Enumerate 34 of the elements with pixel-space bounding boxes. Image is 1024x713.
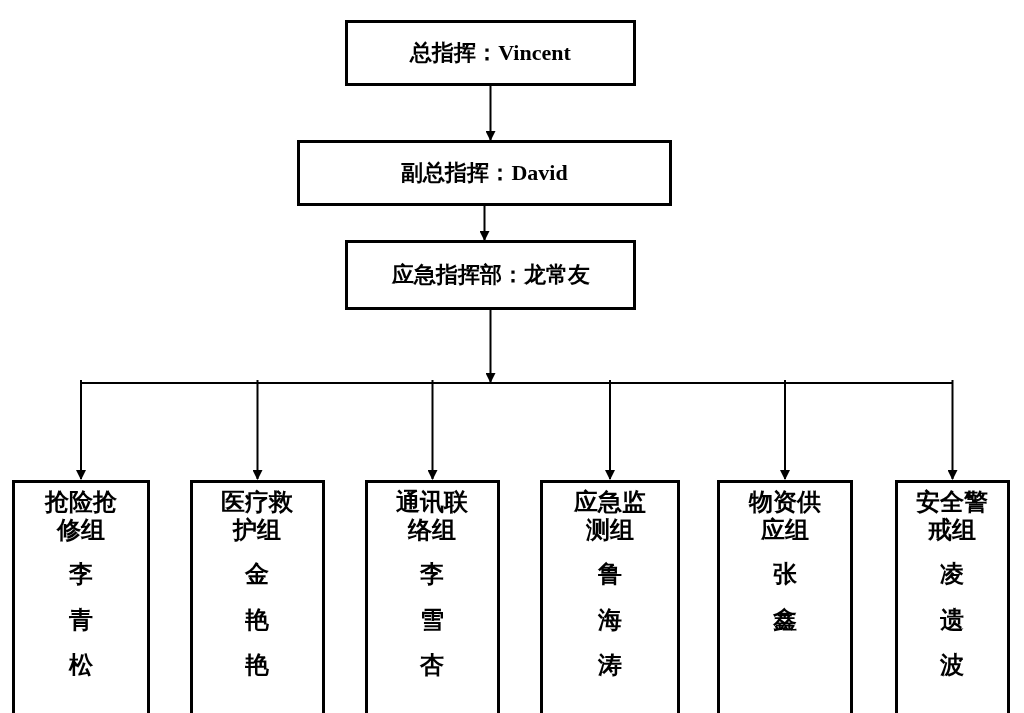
role-box xyxy=(297,140,672,206)
member-name: 李青松 xyxy=(67,559,94,682)
member-name: 金艳艳 xyxy=(244,559,271,682)
group-box xyxy=(540,480,680,713)
branch-arrow xyxy=(780,379,790,480)
member-name: 鲁海涛 xyxy=(597,559,623,682)
group-box xyxy=(190,480,325,713)
group-box xyxy=(717,480,853,713)
member-name: 张鑫 xyxy=(772,559,798,636)
branch-arrow xyxy=(947,379,958,480)
group-name: 安全警戒组 xyxy=(915,489,990,545)
arrow xyxy=(479,205,490,241)
role-label: 副总指挥：David xyxy=(401,159,568,187)
arrow xyxy=(485,85,496,141)
group-name: 医疗救护组 xyxy=(220,489,295,545)
role-box xyxy=(345,20,636,86)
branch-arrow xyxy=(605,379,615,480)
branch-arrow xyxy=(252,379,263,480)
group-name: 物资供应组 xyxy=(747,489,822,545)
group-box xyxy=(365,480,500,713)
member-name: 凌遗波 xyxy=(939,559,966,682)
branch-arrow xyxy=(76,379,86,480)
group-box xyxy=(895,480,1010,713)
bus-line xyxy=(80,382,954,384)
branch-arrow xyxy=(427,379,438,480)
role-box xyxy=(345,240,636,310)
trunk-arrow xyxy=(485,309,496,383)
group-name: 应急监测组 xyxy=(573,489,647,545)
role-label: 总指挥：Vincent xyxy=(410,39,571,67)
group-name: 抢险抢修组 xyxy=(43,489,118,545)
role-label: 应急指挥部：龙常友 xyxy=(391,261,590,289)
member-name: 李雪杏 xyxy=(419,559,446,682)
group-box xyxy=(12,480,150,713)
group-name: 通讯联络组 xyxy=(395,489,470,545)
